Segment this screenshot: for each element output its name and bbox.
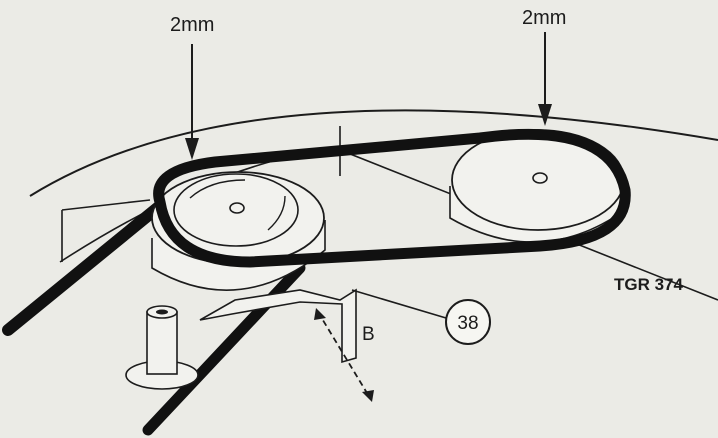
bracket-plate — [199, 288, 357, 364]
right-gap-label: 2mm — [522, 7, 566, 29]
left-pulley-hub — [229, 202, 245, 214]
part-number-circle — [445, 299, 491, 345]
direction-label: B — [362, 324, 375, 345]
left-pulley — [151, 171, 326, 291]
drive-belt — [153, 128, 631, 268]
left-gap-arrow — [185, 44, 199, 160]
left-gap-label: 2mm — [170, 14, 214, 36]
belt-strand-lower-left — [2, 190, 178, 336]
part-leader-line — [351, 289, 447, 319]
chassis-rim-outer — [29, 109, 718, 197]
figure-reference: TGR 374 — [614, 275, 684, 294]
right-pulley-hub — [532, 172, 548, 184]
spindle-post — [125, 305, 199, 390]
right-gap-arrow — [538, 32, 552, 126]
part-number-label: 38 — [457, 313, 478, 334]
adjust-direction-arrow — [314, 308, 374, 402]
